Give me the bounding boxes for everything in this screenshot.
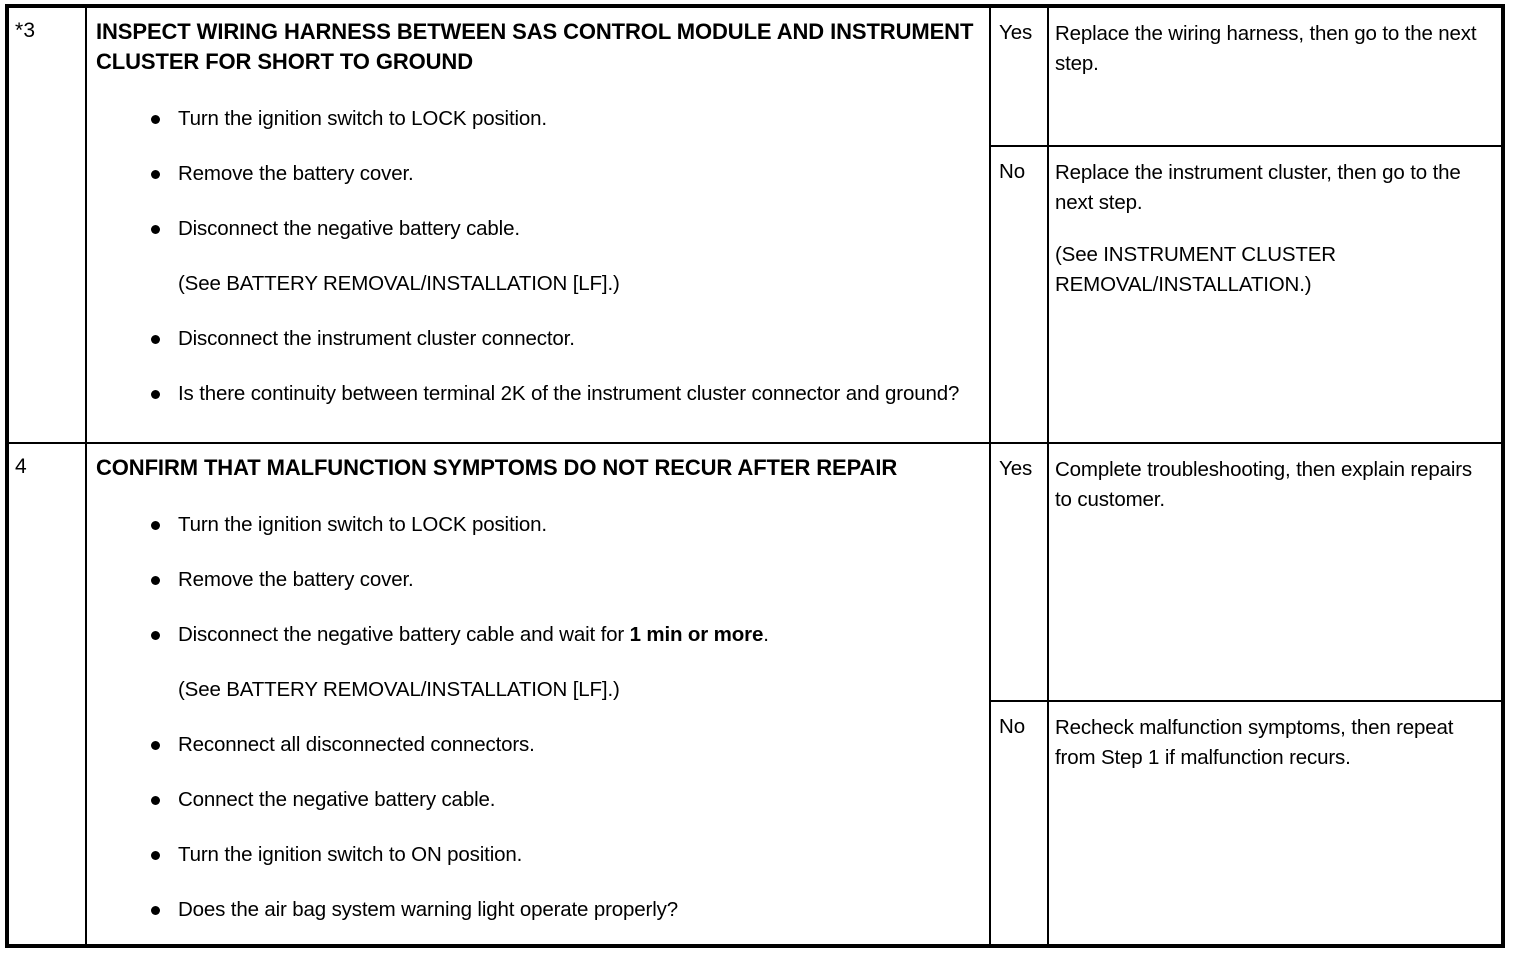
list-item: Disconnect the instrument cluster connec… bbox=[96, 325, 979, 352]
list-item: Turn the ignition switch to LOCK positio… bbox=[96, 105, 979, 132]
list-item-label: Disconnect the negative battery cable. bbox=[178, 217, 520, 240]
result-no-action: Recheck malfunction symptoms, then repea… bbox=[1055, 716, 1454, 769]
table-row: 4 CONFIRM THAT MALFUNCTION SYMPTOMS DO N… bbox=[9, 442, 1501, 948]
step-instruction-list-continued: Reconnect all disconnected connectors. C… bbox=[96, 731, 979, 923]
list-item: Remove the battery cover. bbox=[96, 566, 979, 593]
list-item-prefix: Disconnect the negative battery cable an… bbox=[178, 623, 630, 646]
bullet-icon bbox=[151, 906, 160, 915]
result-yes-block: Yes Replace the wiring harness, then go … bbox=[991, 8, 1501, 145]
result-label: Yes bbox=[999, 21, 1033, 44]
list-item-with-emphasis: Disconnect the negative battery cable an… bbox=[96, 621, 979, 648]
list-item: Connect the negative battery cable. bbox=[96, 786, 979, 813]
table-row: *3 INSPECT WIRING HARNESS BETWEEN SAS CO… bbox=[9, 8, 1501, 442]
list-item-label: Connect the negative battery cable. bbox=[178, 788, 496, 811]
result-no-action-text: Replace the instrument cluster, then go … bbox=[1055, 161, 1461, 214]
result-cell: Yes Replace the wiring harness, then go … bbox=[991, 8, 1501, 442]
step-detail-cell: CONFIRM THAT MALFUNCTION SYMPTOMS DO NOT… bbox=[87, 444, 991, 948]
list-item: Turn the ignition switch to ON position. bbox=[96, 841, 979, 868]
bullet-icon bbox=[151, 576, 160, 585]
spacer bbox=[1055, 218, 1492, 240]
list-item-label: Disconnect the instrument cluster connec… bbox=[178, 327, 575, 350]
bullet-icon bbox=[151, 170, 160, 179]
result-label: Yes bbox=[999, 457, 1033, 480]
list-item-suffix: . bbox=[763, 623, 769, 646]
result-yes-label-cell: Yes bbox=[991, 8, 1049, 145]
step-number-cell: 4 bbox=[9, 444, 87, 948]
list-item: Is there continuity between terminal 2K … bbox=[96, 380, 979, 407]
list-item-label: Remove the battery cover. bbox=[178, 162, 414, 185]
step-instruction-list: Turn the ignition switch to LOCK positio… bbox=[96, 511, 979, 648]
result-yes-block: Yes Complete troubleshooting, then expla… bbox=[991, 444, 1501, 700]
list-item-label: Remove the battery cover. bbox=[178, 568, 414, 591]
list-item: Turn the ignition switch to LOCK positio… bbox=[96, 511, 979, 538]
reference-note: (See BATTERY REMOVAL/INSTALLATION [LF].) bbox=[178, 678, 620, 701]
troubleshooting-table: *3 INSPECT WIRING HARNESS BETWEEN SAS CO… bbox=[5, 4, 1505, 948]
result-label: No bbox=[999, 715, 1026, 738]
list-item: Remove the battery cover. bbox=[96, 160, 979, 187]
result-yes-action: Replace the wiring harness, then go to t… bbox=[1055, 22, 1477, 75]
list-item-label: Does the air bag system warning light op… bbox=[178, 898, 678, 921]
step-heading: CONFIRM THAT MALFUNCTION SYMPTOMS DO NOT… bbox=[96, 455, 898, 480]
result-yes-action: Complete troubleshooting, then explain r… bbox=[1055, 458, 1473, 511]
step-number: *3 bbox=[15, 19, 36, 42]
result-yes-label-cell: Yes bbox=[991, 444, 1049, 700]
result-no-action: Replace the instrument cluster, then go … bbox=[1049, 147, 1501, 442]
bullet-icon bbox=[151, 390, 160, 399]
bullet-icon bbox=[151, 115, 160, 124]
result-cell: Yes Complete troubleshooting, then expla… bbox=[991, 444, 1501, 948]
result-no-block: No Replace the instrument cluster, then … bbox=[991, 145, 1501, 442]
bullet-icon bbox=[151, 521, 160, 530]
bullet-icon bbox=[151, 225, 160, 234]
list-item-label: Is there continuity between terminal 2K … bbox=[178, 382, 960, 405]
step-heading: INSPECT WIRING HARNESS BETWEEN SAS CONTR… bbox=[96, 19, 974, 74]
list-item: Reconnect all disconnected connectors. bbox=[96, 731, 979, 758]
result-no-label-cell: No bbox=[991, 702, 1049, 948]
list-item: Does the air bag system warning light op… bbox=[96, 896, 979, 923]
step-detail-cell: INSPECT WIRING HARNESS BETWEEN SAS CONTR… bbox=[87, 8, 991, 442]
bullet-icon bbox=[151, 796, 160, 805]
result-no-block: No Recheck malfunction symptoms, then re… bbox=[991, 700, 1501, 948]
step-number-cell: *3 bbox=[9, 8, 87, 442]
list-item-label: Turn the ignition switch to LOCK positio… bbox=[178, 107, 547, 130]
step-number: 4 bbox=[15, 455, 27, 478]
list-item-emphasis: 1 min or more bbox=[629, 623, 764, 646]
list-item-label: Turn the ignition switch to LOCK positio… bbox=[178, 513, 547, 536]
bullet-icon bbox=[151, 335, 160, 344]
bullet-icon bbox=[151, 851, 160, 860]
reference-note: (See BATTERY REMOVAL/INSTALLATION [LF].) bbox=[178, 272, 620, 295]
list-item: Disconnect the negative battery cable. bbox=[96, 215, 979, 242]
result-no-action-reference: (See INSTRUMENT CLUSTER REMOVAL/INSTALLA… bbox=[1055, 243, 1336, 296]
step-instruction-list-continued: Disconnect the instrument cluster connec… bbox=[96, 325, 979, 407]
step-instruction-list: Turn the ignition switch to LOCK positio… bbox=[96, 105, 979, 242]
list-item-label: Turn the ignition switch to ON position. bbox=[178, 843, 523, 866]
list-item-label: Reconnect all disconnected connectors. bbox=[178, 733, 535, 756]
result-no-label-cell: No bbox=[991, 147, 1049, 442]
bullet-icon bbox=[151, 631, 160, 640]
bullet-icon bbox=[151, 741, 160, 750]
result-label: No bbox=[999, 160, 1026, 183]
